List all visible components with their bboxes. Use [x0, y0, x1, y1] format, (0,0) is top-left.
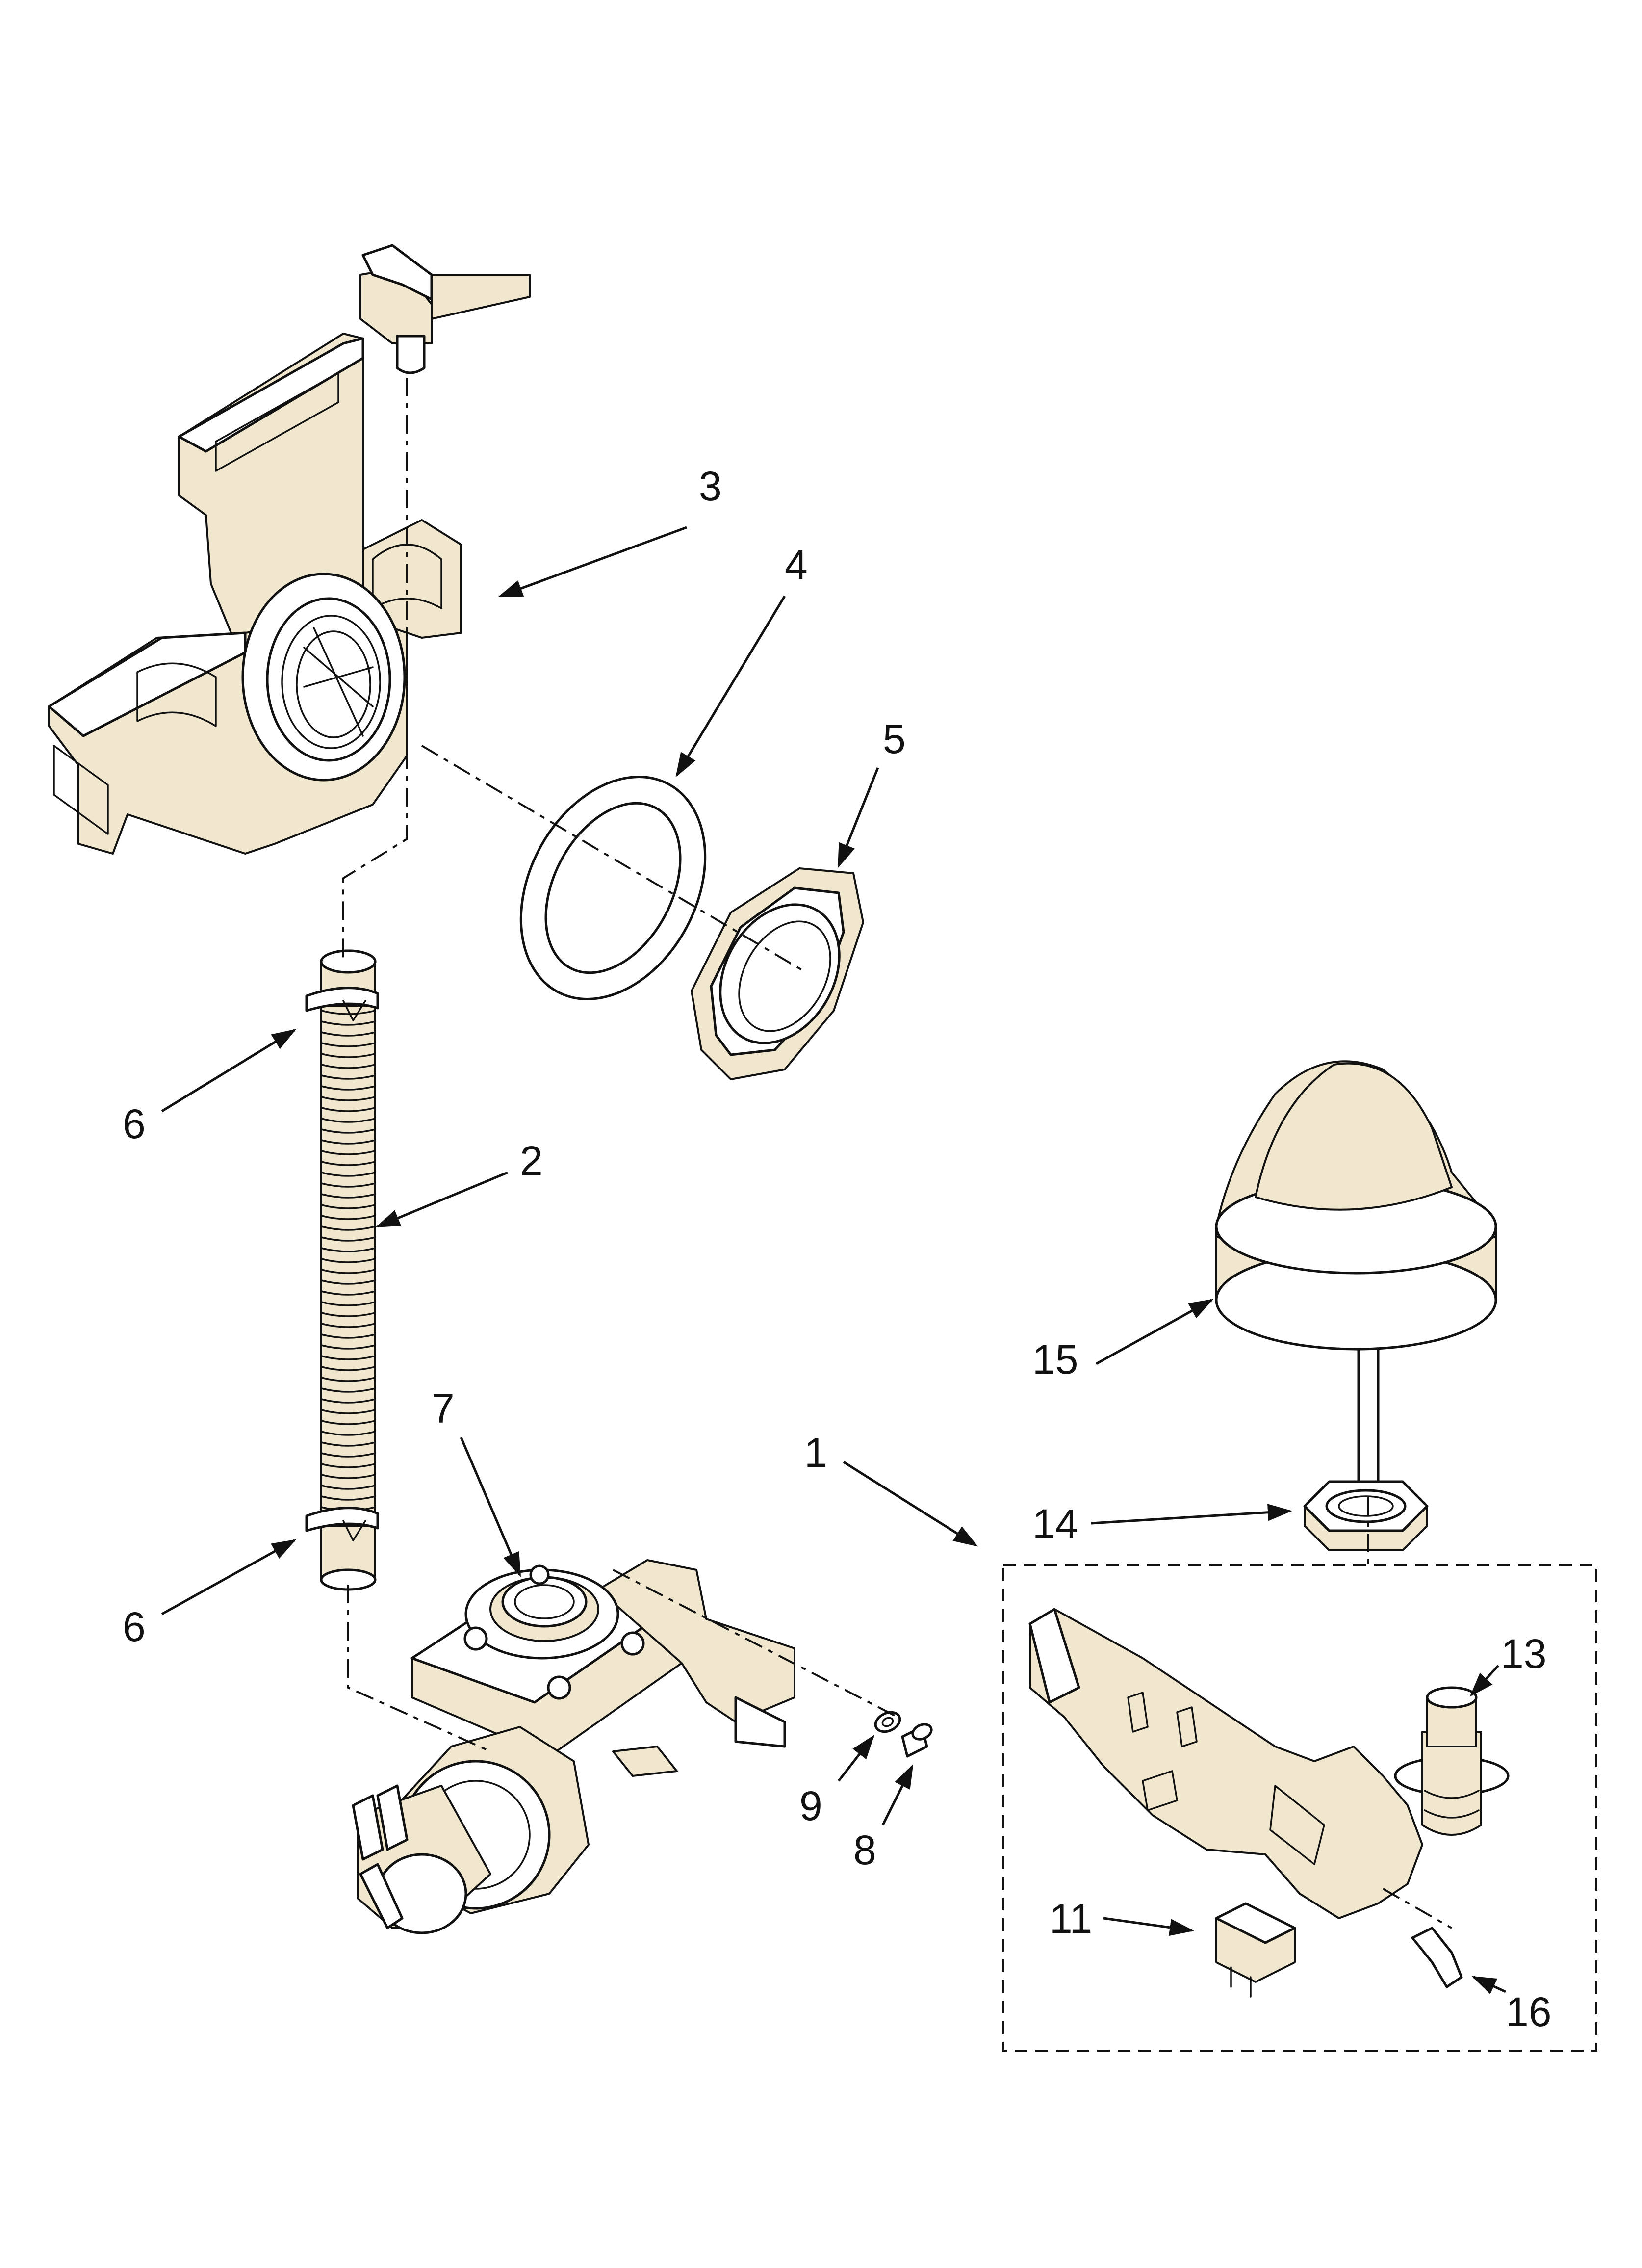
callout-13: 13	[1501, 1631, 1546, 1677]
leader-6a	[161, 1029, 297, 1113]
part-16-clip	[1411, 1927, 1463, 1988]
part-6-upper-clamp	[305, 987, 379, 1021]
leader-6b	[161, 1539, 297, 1616]
part-2-hose	[320, 949, 377, 1591]
callout-9: 9	[799, 1783, 822, 1829]
part-1-assembly-boundary	[1002, 1564, 1597, 2052]
part-8-screw	[901, 1723, 933, 1758]
callout-7: 7	[432, 1385, 455, 1432]
leader-11	[1103, 1917, 1194, 1936]
callout-8: 8	[853, 1827, 876, 1873]
callouts: 1 2 3 4 5 6 6 7 8 9 11 13 14 15 16	[123, 463, 1551, 2035]
part-4-gasket	[519, 776, 707, 1000]
callout-5: 5	[883, 716, 906, 762]
part-1-switch-bracket	[1028, 1608, 1423, 1919]
callout-6-lower: 6	[123, 1604, 146, 1650]
part-3-housing	[48, 244, 531, 855]
leader-2	[375, 1171, 508, 1228]
part-14-nut	[1303, 1480, 1429, 1551]
callout-4: 4	[785, 542, 808, 588]
leader-4	[675, 595, 786, 778]
callout-11: 11	[1050, 1896, 1092, 1942]
leader-14	[1091, 1504, 1292, 1525]
callout-2: 2	[520, 1138, 543, 1184]
callout-6-upper: 6	[123, 1101, 146, 1147]
callout-14: 14	[1032, 1501, 1078, 1547]
leader-7	[460, 1437, 521, 1577]
callout-15: 15	[1032, 1336, 1078, 1382]
callout-1: 1	[804, 1430, 827, 1476]
leader-3	[498, 526, 687, 598]
part-5-nut	[691, 867, 864, 1080]
part-11-micro-switch	[1215, 1902, 1296, 1998]
leader-13	[1469, 1665, 1499, 1697]
leader-1	[843, 1460, 978, 1547]
leader-16	[1471, 1976, 1507, 1994]
leader-lines	[161, 526, 1507, 1994]
leader-9	[838, 1735, 875, 1782]
callout-16: 16	[1506, 1989, 1551, 2035]
leader-15	[1095, 1299, 1214, 1365]
leader-5	[837, 767, 879, 868]
callout-3: 3	[699, 463, 722, 509]
part-6-lower-clamp	[305, 1507, 379, 1541]
alignment-lines	[342, 378, 1452, 1929]
leader-8	[881, 1764, 914, 1826]
part-7-valve	[352, 1559, 795, 1934]
part-15-float	[1215, 1060, 1497, 1498]
part-13-fitting	[1394, 1686, 1510, 1836]
part-9-washer	[874, 1711, 901, 1733]
